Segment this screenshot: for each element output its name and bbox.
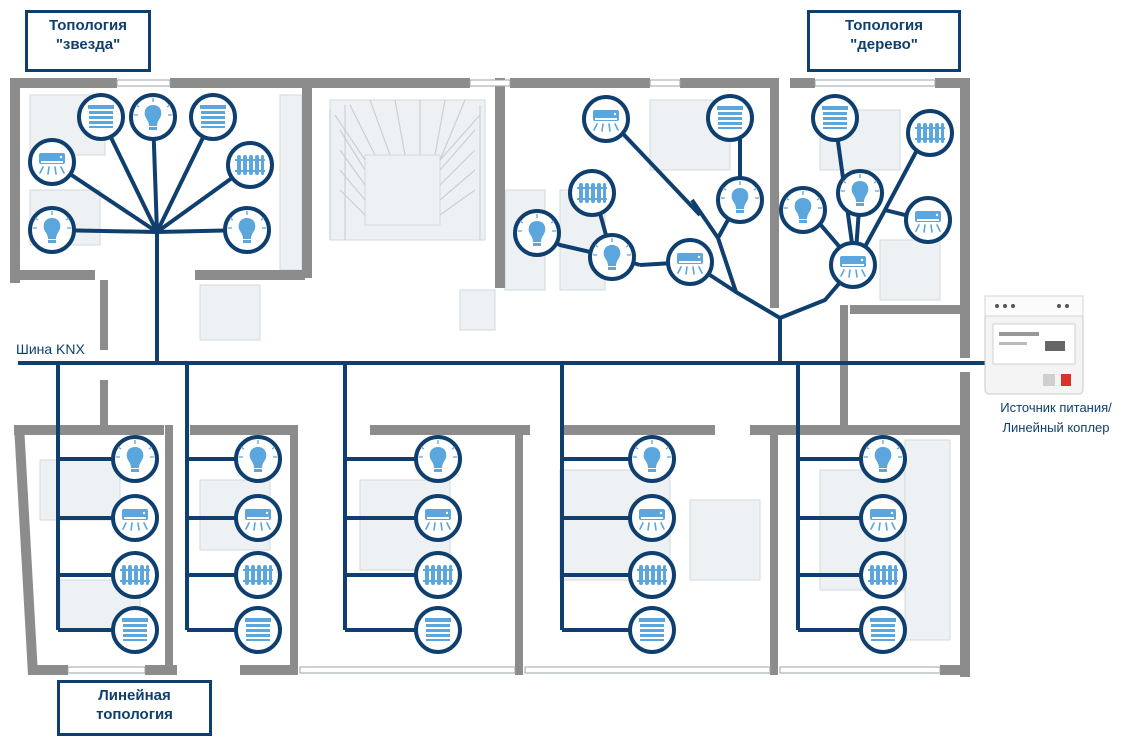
lamp-icon	[131, 95, 175, 139]
blind-icon	[813, 96, 857, 140]
conditioner-icon	[861, 496, 905, 540]
blind-icon	[79, 95, 123, 139]
lamp-icon	[416, 437, 460, 481]
blind-icon	[236, 608, 280, 652]
lamp-icon	[113, 437, 157, 481]
conditioner-icon	[906, 198, 950, 242]
radiator-icon	[861, 553, 905, 597]
blind-icon	[416, 608, 460, 652]
lamp-icon	[718, 178, 762, 222]
blind-icon	[630, 608, 674, 652]
radiator-icon	[570, 171, 614, 215]
lamp-icon	[515, 211, 559, 255]
conditioner-icon	[630, 496, 674, 540]
conditioner-icon	[113, 496, 157, 540]
radiator-icon	[236, 553, 280, 597]
lamp-icon	[590, 235, 634, 279]
tree-branch	[692, 200, 718, 238]
lamp-icon	[781, 188, 825, 232]
bus-label: Шина KNX	[16, 341, 86, 357]
conditioner-icon	[584, 97, 628, 141]
radiator-icon	[630, 553, 674, 597]
lamp-icon	[30, 208, 74, 252]
tree-label-line2: "дерево"	[814, 35, 954, 54]
conditioner-icon	[30, 140, 74, 184]
lamp-icon	[861, 437, 905, 481]
radiator-icon	[416, 553, 460, 597]
star-topology-label: Топология "звезда"	[25, 10, 151, 72]
radiator-icon	[228, 143, 272, 187]
conditioner-icon	[668, 240, 712, 284]
lamp-icon	[236, 437, 280, 481]
power-supply-device	[985, 296, 1083, 394]
power-caption-line2: Линейный коплер	[988, 418, 1124, 438]
conditioner-icon	[831, 243, 875, 287]
linear-label-line1: Линейная	[64, 686, 205, 705]
star-label-line2: "звезда"	[32, 35, 144, 54]
linear-label-line2: топология	[64, 705, 205, 724]
tree-topology-label: Топология "дерево"	[807, 10, 961, 72]
linear-topology-label: Линейная топология	[57, 680, 212, 736]
radiator-icon	[113, 553, 157, 597]
lamp-icon	[838, 171, 882, 215]
conditioner-icon	[416, 496, 460, 540]
power-caption-line1: Источник питания/	[988, 398, 1124, 418]
conditioner-icon	[236, 496, 280, 540]
tree-label-line1: Топология	[814, 16, 954, 35]
lamp-icon	[225, 208, 269, 252]
blind-icon	[191, 95, 235, 139]
blind-icon	[708, 96, 752, 140]
blind-icon	[113, 608, 157, 652]
radiator-icon	[908, 111, 952, 155]
star-label-line1: Топология	[32, 16, 144, 35]
lamp-icon	[630, 437, 674, 481]
power-supply-caption: Источник питания/ Линейный коплер	[988, 398, 1124, 438]
blind-icon	[861, 608, 905, 652]
